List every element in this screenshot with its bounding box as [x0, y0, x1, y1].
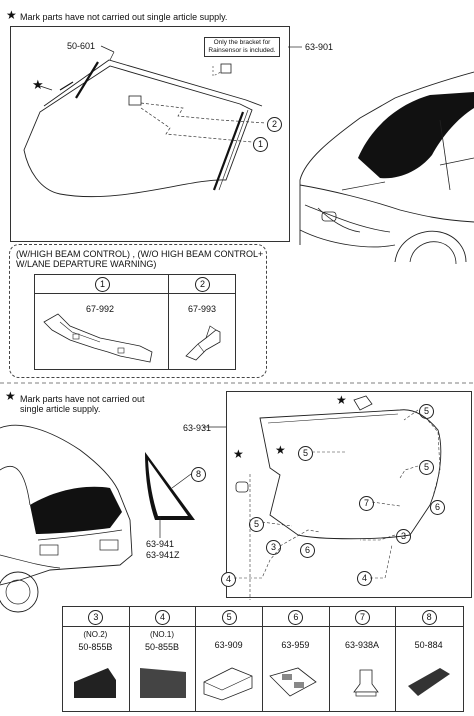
parts-part-number: 50-855B: [78, 642, 113, 652]
parts-table: [62, 606, 464, 712]
parts-table-divider: [395, 606, 397, 711]
bracket-table: [34, 274, 236, 370]
parts-num-7: 7: [355, 610, 370, 625]
windshield-frame: [10, 26, 290, 242]
glass-label: 63-901: [305, 42, 334, 52]
parts-sub-label: (NO.2): [83, 630, 108, 639]
callout-8: 8: [191, 467, 206, 482]
bracket-col-num-1: 1: [95, 277, 110, 292]
bracket-part-2: 67-993: [188, 304, 217, 314]
parts-part-number: 50-855B: [144, 642, 179, 652]
callout-2: 2: [267, 117, 282, 132]
parts-part-number: 63-938A: [344, 640, 379, 650]
parts-table-divider: [128, 606, 130, 711]
star-icon: ★: [233, 447, 244, 461]
callout-4: 4: [357, 571, 372, 586]
parts-table-divider: [195, 606, 197, 711]
bracket-note: Only the bracket for Rainsensor is inclu…: [204, 37, 280, 57]
star-icon: ★: [5, 389, 16, 403]
callout-5: 5: [419, 460, 434, 475]
bracket-part-1: 67-992: [86, 304, 115, 314]
bracket-note-line1: Only the bracket for: [213, 39, 271, 46]
star-icon: ★: [275, 443, 286, 457]
callout-5: 5: [298, 446, 313, 461]
parts-table-rule: [62, 626, 463, 627]
parts-part-number: 50-884: [414, 640, 443, 650]
bracket-table-rule: [34, 293, 235, 294]
callout-7: 7: [359, 496, 374, 511]
callout-6: 6: [300, 543, 315, 558]
parts-num-5: 5: [221, 610, 237, 625]
quarter-label-2: 63-941Z: [146, 550, 180, 560]
callout-6: 6: [430, 500, 445, 515]
bracket-table-divider: [168, 274, 169, 369]
bracket-table-frame: [9, 244, 267, 378]
callout-3: 3: [266, 540, 281, 555]
bracket-note-line2: Rainsensor is included.: [208, 47, 276, 54]
star-note: Mark parts have not carried out single a…: [20, 12, 228, 22]
quarter-label-1: 63-941: [146, 539, 175, 549]
parts-num-6: 6: [288, 610, 304, 625]
bracket-header-line2: W/LANE DEPARTURE WARNING): [16, 259, 157, 269]
rear-star-note-line2: single article supply.: [20, 404, 101, 414]
callout-1: 1: [253, 137, 268, 152]
parts-num-3: 3: [88, 610, 104, 625]
backglass-label: 63-931: [183, 423, 212, 433]
windshield-label: 50-601: [67, 41, 96, 51]
parts-part-number: 63-959: [281, 640, 310, 650]
parts-num-8: 8: [421, 610, 437, 625]
rear-star-note-line1: Mark parts have not carried out: [20, 394, 145, 404]
bracket-header-line1: (W/HIGH BEAM CONTROL) , (W/O HIGH BEAM C…: [16, 249, 264, 259]
backglass-frame: [226, 391, 472, 598]
parts-num-4: 4: [155, 610, 170, 625]
bracket-col-num-2: 2: [195, 277, 210, 292]
star-icon: ★: [6, 8, 17, 22]
parts-table-divider: [262, 606, 263, 711]
star-icon: ★: [336, 393, 347, 407]
parts-sub-label: (NO.1): [149, 630, 174, 639]
callout-5: 5: [249, 517, 264, 532]
star-icon: ★: [32, 77, 44, 92]
parts-part-number: 63-909: [214, 640, 243, 650]
callout-4: 4: [221, 572, 236, 587]
parts-table-divider: [328, 606, 330, 711]
